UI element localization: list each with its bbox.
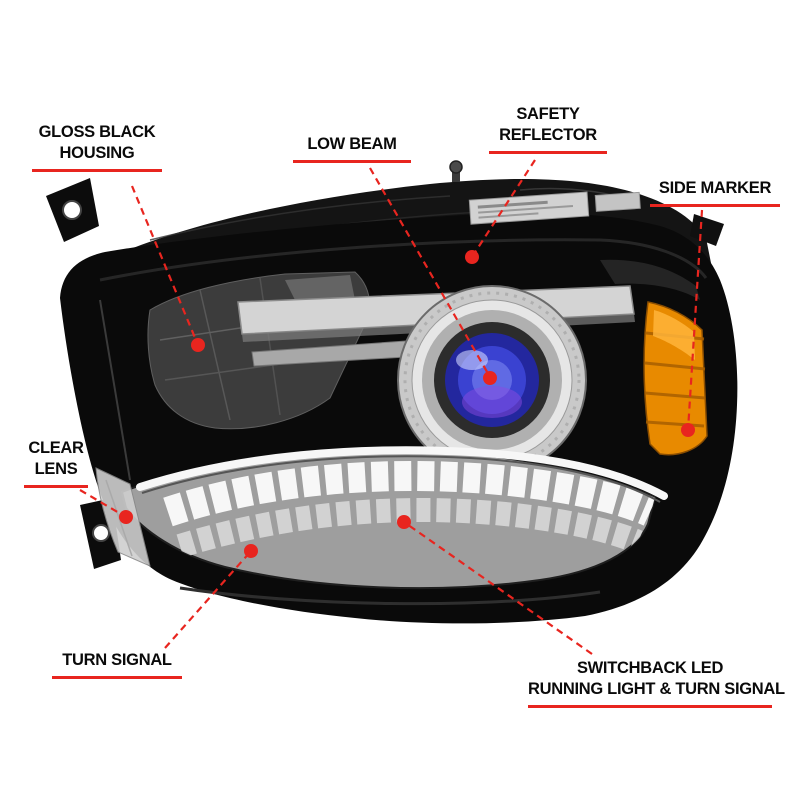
callout-dot-switchback-led [397, 515, 411, 529]
callout-underline [32, 169, 162, 172]
callout-underline [24, 485, 88, 488]
leader-line-low-beam [369, 167, 491, 378]
leader-line-turn-signal [164, 550, 252, 649]
callout-underline [489, 151, 607, 154]
bottom-rim-highlight [179, 586, 601, 606]
callout-clear-lens: CLEAR LENS [24, 438, 88, 488]
callout-label: REFLECTOR [499, 126, 597, 144]
leader-line-switchback-led [403, 521, 593, 655]
callout-switchback-led: SWITCHBACK LED RUNNING LIGHT & TURN SIGN… [528, 658, 785, 708]
callout-underline [528, 705, 772, 708]
mounting-hole [92, 524, 110, 542]
callout-turn-signal: TURN SIGNAL [52, 650, 182, 679]
callout-safety-reflector: SAFETY REFLECTOR [489, 104, 607, 154]
callout-label: LENS [34, 460, 78, 478]
housing-inner-rim [99, 238, 708, 282]
callout-side-marker: SIDE MARKER [650, 178, 780, 207]
drl-strip-shadow [141, 455, 661, 503]
callout-label: LOW BEAM [307, 135, 397, 153]
adjuster-bolt [452, 166, 460, 182]
right-inner-pocket [600, 259, 700, 300]
callout-underline [650, 204, 780, 207]
callout-label: HOUSING [59, 144, 135, 162]
callout-low-beam: LOW BEAM [293, 134, 411, 163]
side-marker-highlight [653, 310, 695, 360]
callout-dot-turn-signal [244, 544, 258, 558]
clear-lens-corner-line [105, 479, 133, 557]
callout-label: SWITCHBACK LED [576, 659, 724, 677]
led-facet-row-upper [163, 460, 655, 527]
callout-label: CLEAR [28, 439, 84, 457]
callout-label: RUNNING LIGHT & TURN SIGNAL [528, 680, 785, 698]
callout-dot-low-beam [483, 371, 497, 385]
mounting-tab-right [690, 214, 724, 246]
drl-strip [136, 446, 668, 500]
lens-seam [99, 299, 131, 481]
side-marker-rib [645, 420, 705, 428]
leader-line-gloss-black-housing [130, 185, 200, 346]
leader-line-safety-reflector [471, 159, 536, 258]
projector-lens-highlight [456, 350, 488, 370]
reflector-facet-line [199, 289, 231, 421]
led-facet-row-lower [176, 497, 643, 558]
mounting-hole [62, 200, 82, 220]
callout-label: SAFETY [516, 105, 580, 123]
side-marker-rib [644, 361, 706, 371]
top-cover-wrinkle [149, 195, 451, 241]
projector-lens-glow [462, 386, 522, 418]
callout-gloss-black-housing: GLOSS BLACK HOUSING [32, 122, 162, 172]
leader-line-side-marker [686, 209, 704, 431]
callout-underline [52, 676, 182, 679]
callout-dot-clear-lens [119, 510, 133, 524]
callout-dot-gloss-black-housing [191, 338, 205, 352]
adjuster-bolt-head [449, 160, 463, 174]
callout-label: GLOSS BLACK [38, 123, 156, 141]
callout-label: TURN SIGNAL [62, 651, 172, 669]
leader-line-clear-lens [79, 489, 127, 518]
callout-underline [293, 160, 411, 163]
side-marker-rib [644, 391, 706, 400]
callout-dot-side-marker [681, 423, 695, 437]
callout-dot-safety-reflector [465, 250, 479, 264]
callout-label: SIDE MARKER [658, 179, 772, 197]
